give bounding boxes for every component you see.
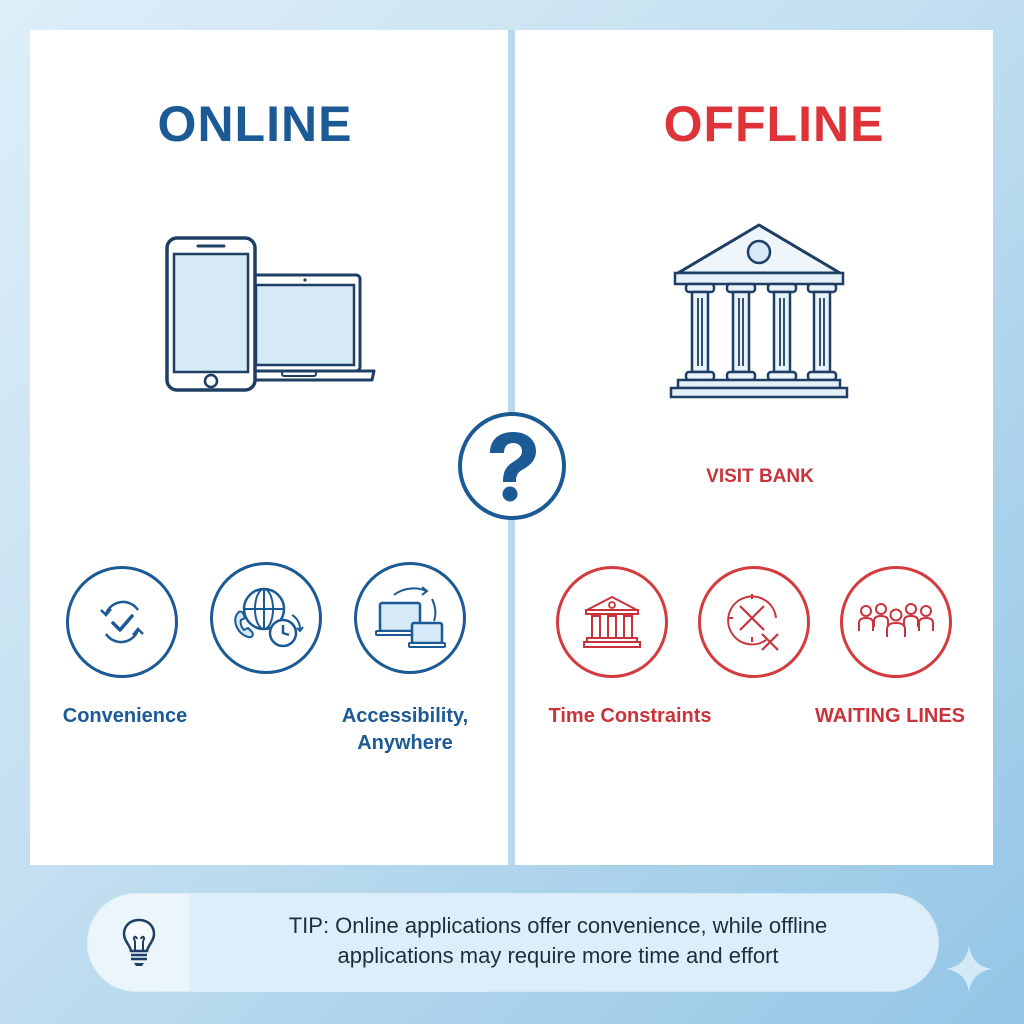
clock-cross-icon	[727, 594, 779, 651]
global-access-circle	[210, 562, 322, 674]
bank-circle	[556, 566, 668, 678]
refresh-check-icon	[100, 600, 144, 644]
tip-text-line2: applications may require more time and e…	[337, 943, 779, 968]
tip-text-line1: TIP: Online applications offer convenien…	[288, 913, 828, 938]
online-title: ONLINE	[157, 96, 353, 152]
sparkle-icon	[946, 946, 992, 992]
waiting-lines-label: WAITING LINES	[815, 705, 965, 727]
accessibility-label-line2: Anywhere	[357, 732, 453, 754]
globe-phone-clock-icon	[234, 587, 304, 648]
laptop-sync-icon	[375, 586, 446, 648]
question-mark-icon	[458, 412, 566, 520]
tip-banner: TIP: Online applications offer convenien…	[88, 894, 938, 991]
waiting-lines-circle	[840, 566, 952, 678]
phone-and-laptop-icon	[165, 236, 376, 392]
tip-text: TIP: Online applications offer convenien…	[218, 911, 898, 971]
accessibility-label: Accessibility, Anywhere	[320, 703, 490, 757]
convenience-label: Convenience	[62, 705, 188, 727]
bank-building-icon	[669, 223, 849, 399]
visit-bank-label: VISIT BANK	[706, 466, 814, 487]
lightbulb-icon	[122, 918, 156, 966]
accessibility-label-line1: Accessibility,	[341, 705, 469, 727]
accessibility-circle	[354, 562, 466, 674]
time-constraints-label: Time Constraints	[548, 705, 712, 727]
bank-icon	[583, 595, 641, 648]
tip-icon-area	[88, 894, 190, 991]
people-queue-icon	[858, 603, 934, 637]
convenience-circle	[66, 566, 178, 678]
time-constraints-circle	[698, 566, 810, 678]
offline-title: OFFLINE	[663, 96, 885, 152]
